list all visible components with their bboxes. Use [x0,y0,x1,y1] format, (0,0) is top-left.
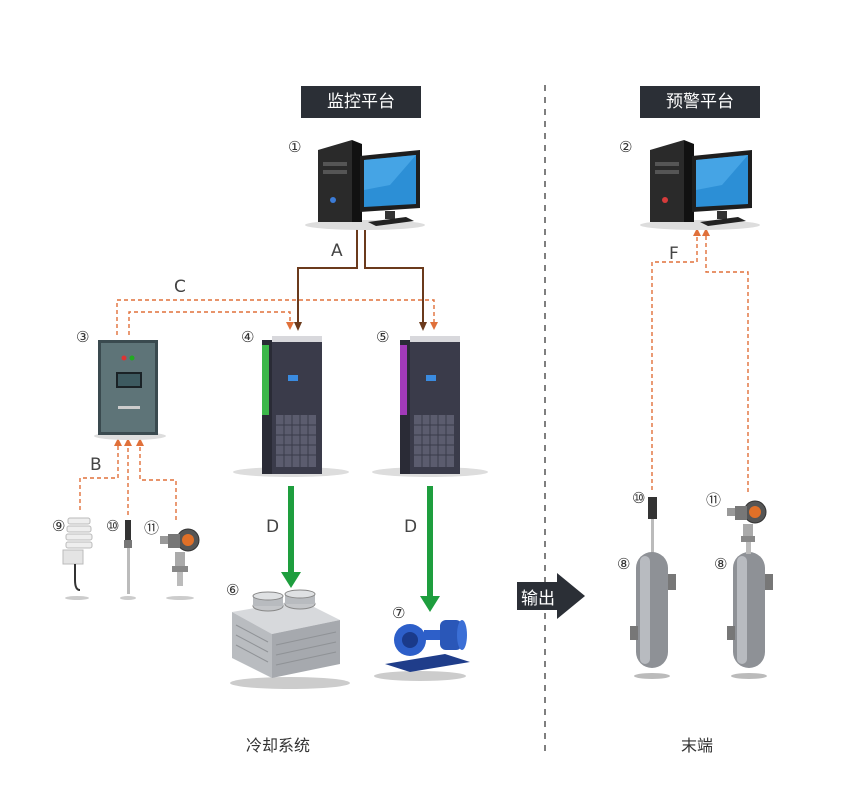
arrow-head-b1 [114,438,122,446]
arrow-head-a-right [419,322,427,331]
pressure-transmitter-icon-left [160,528,200,600]
arrow-head-f2 [702,228,710,236]
connection-label-c: C [174,277,186,297]
marker-2: ② [619,138,633,156]
marker-9: ⑨ [52,517,66,535]
water-pump-icon [374,620,470,681]
output-arrow-label: 输出 [521,589,555,609]
arrow-head-c-left [286,322,294,330]
humidity-sensor-icon [62,517,93,600]
connection-d-arrow-right [420,486,440,612]
arrow-head-b3 [136,438,144,446]
connection-d-arrow-left [281,486,301,588]
marker-11-left: ⑪ [144,519,160,537]
terminal-caption: 末端 [681,736,714,755]
tank-icon-right [727,500,773,679]
marker-8-right: ⑧ [714,555,728,573]
marker-8-left: ⑧ [617,555,631,573]
marker-5: ⑤ [376,328,390,346]
arrow-head-a-left [294,322,302,331]
connection-label-d-right: D [404,517,418,537]
cooling-system-caption: 冷却系统 [246,736,311,755]
marker-10-right: ⑩ [632,489,646,507]
temperature-probe-icon-left [120,520,136,600]
tank-icon-left [630,497,676,679]
output-arrow-shape [517,573,585,619]
connection-label-b: B [90,455,102,475]
connection-label-d-left: D [266,517,280,537]
connection-b-lines [79,446,177,520]
marker-6: ⑥ [226,581,240,599]
arrow-head-f1 [693,228,701,236]
connection-f-lines [651,236,749,492]
computer-icon-warning [640,140,760,230]
arrow-head-b2 [124,438,132,446]
connection-c-lines [116,299,435,335]
connection-label-f: F [669,244,679,264]
computer-icon-monitoring [305,140,425,230]
server-unit-icon-4 [233,336,349,477]
connection-label-a: A [331,241,343,261]
marker-4: ④ [241,328,255,346]
marker-10-left: ⑩ [106,517,120,535]
marker-1: ① [288,138,302,156]
control-cabinet-icon [94,340,166,440]
marker-7: ⑦ [392,604,406,622]
monitoring-platform-title: 监控平台 [301,86,421,118]
connection-a-lines [297,228,424,322]
marker-11-right: ⑪ [706,491,722,509]
cooling-tower-icon [230,589,350,689]
arrow-head-c-right [430,322,438,330]
server-unit-icon-5 [372,336,488,477]
warning-platform-title: 预警平台 [640,86,760,118]
marker-3: ③ [76,328,90,346]
